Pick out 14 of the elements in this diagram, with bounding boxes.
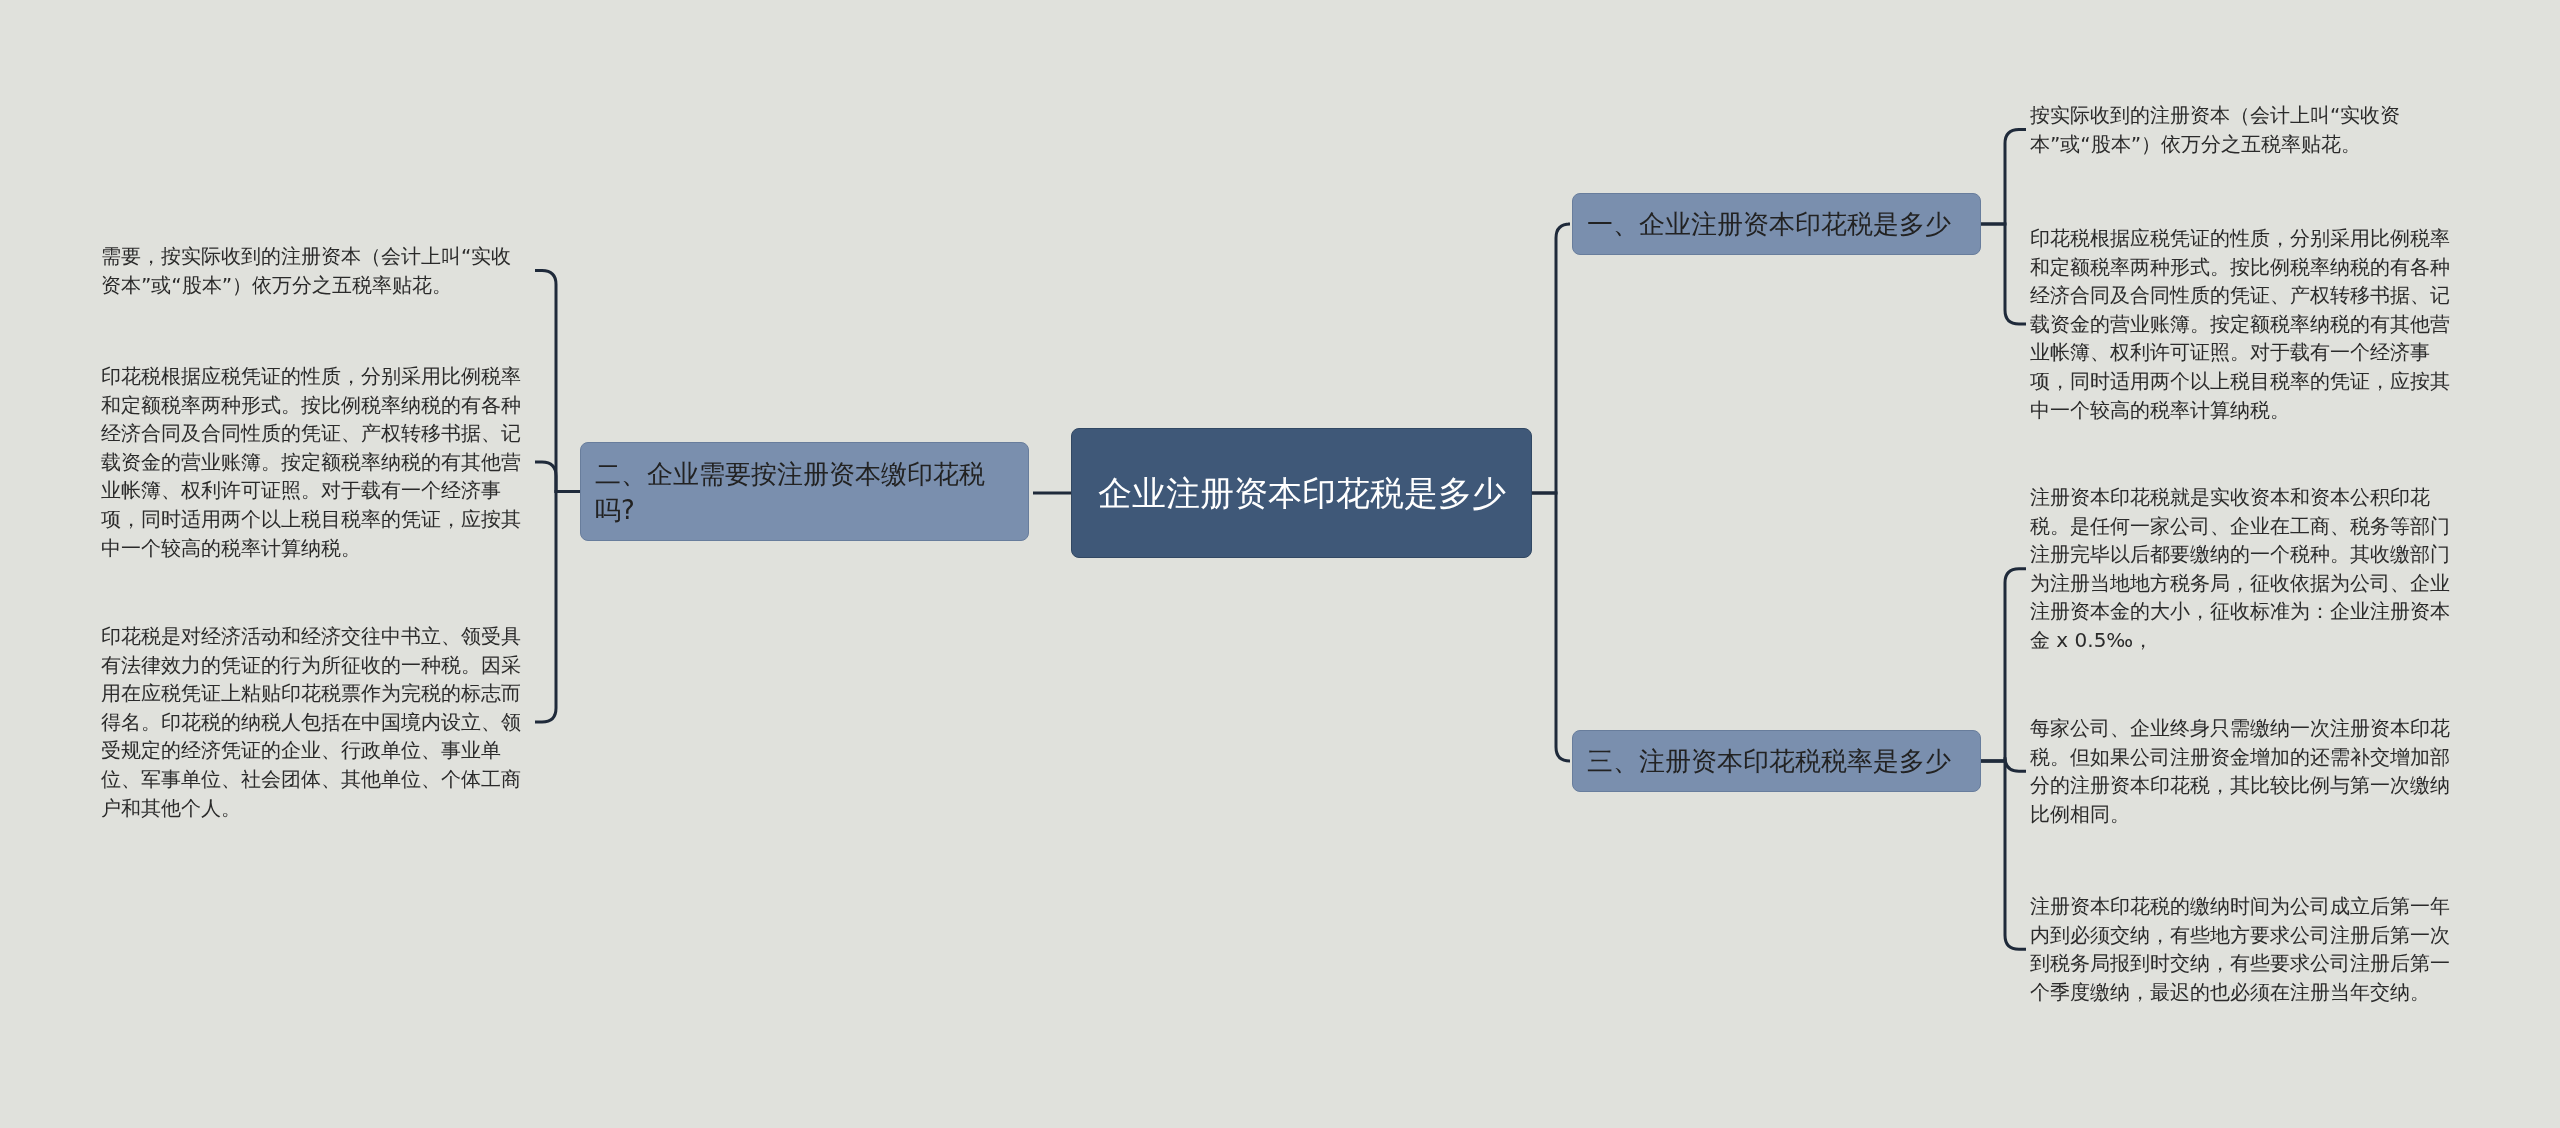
note-text: 每家公司、企业终身只需缴纳一次注册资本印花税。但如果公司注册资金增加的还需补交增加部分的注册资本印花税，其比较比例与第一次缴纳比例相同。 xyxy=(2030,714,2460,829)
note-text: 印花税是对经济活动和经济交往中书立、领受具有法律效力的凭证的行为所征收的一种税。因采用在应税凭证上粘贴印花税票作为完税的标志而得名。印花税的纳税人包括在中国境内设立、领受规定的经济凭证的企业、行政单位、事业单位、军事单位、社会团体、其他单位、个体工商户和其他个人。 xyxy=(101,622,531,823)
connector-line xyxy=(1033,491,1071,495)
root-topic-box: 企业注册资本印花税是多少 xyxy=(1071,428,1532,558)
connector-line xyxy=(1532,491,1572,763)
topic-box: 三、注册资本印花税税率是多少 xyxy=(1572,730,1981,792)
topic-box: 一、企业注册资本印花税是多少 xyxy=(1572,193,1981,255)
note-text: 按实际收到的注册资本（会计上叫“实收资本”或“股本”）依万分之五税率贴花。 xyxy=(2030,101,2460,159)
note-text: 注册资本印花税就是实收资本和资本公积印花税。是任何一家公司、企业在工商、税务等部门注册完毕以后都要缴纳的一个税种。其收缴部门为注册当地地方税务局，征收依据为公司、企业注册资本金的大小，征收标准为：企业注册资本金 x 0.5‰， xyxy=(2030,483,2460,655)
note-text: 印花税根据应税凭证的性质，分别采用比例税率和定额税率两种形式。按比例税率纳税的有各种经济合同及合同性质的凭证、产权转移书据、记载资金的营业账簿。按定额税率纳税的有其他营业帐簿、权利许可证照。对于载有一个经济事项，同时适用两个以上税目税率的凭证，应按其中一个较高的税率计算纳税。 xyxy=(2030,224,2460,425)
topic-box: 二、企业需要按注册资本缴印花税吗? xyxy=(580,442,1029,541)
note-text: 需要，按实际收到的注册资本（会计上叫“实收资本”或“股本”）依万分之五税率贴花。 xyxy=(101,242,531,300)
note-text: 印花税根据应税凭证的性质，分别采用比例税率和定额税率两种形式。按比例税率纳税的有各种经济合同及合同性质的凭证、产权转移书据、记载资金的营业账簿。按定额税率纳税的有其他营业帐簿、权利许可证照。对于载有一个经济事项，同时适用两个以上税目税率的凭证，应按其中一个较高的税率计算纳税。 xyxy=(101,362,531,563)
note-text: 注册资本印花税的缴纳时间为公司成立后第一年内到必须交纳，有些地方要求公司注册后第一次到税务局报到时交纳，有些要求公司注册后第一个季度缴纳，最迟的也必须在注册当年交纳。 xyxy=(2030,892,2460,1007)
